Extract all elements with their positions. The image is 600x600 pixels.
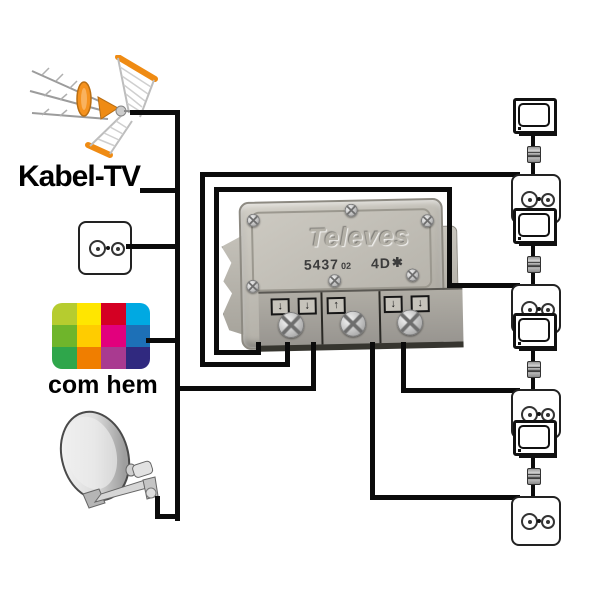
port-strip: ↓ ↓ ↑ ↓ ↓ [258, 287, 464, 352]
tv-screen [518, 213, 550, 237]
coax-connector-icon [527, 256, 541, 273]
model-text: 5437 02 4D ✱ [304, 254, 444, 273]
comhem-color-cell [52, 303, 77, 325]
coax-connector-icon [527, 146, 541, 163]
tv-base [519, 131, 557, 136]
coax-jack-icon [111, 242, 125, 256]
wall-socket-icon [511, 496, 561, 546]
tv-screen [518, 103, 550, 127]
coax-jack-icon [541, 408, 555, 422]
socket-dot-icon [537, 197, 541, 201]
cable-out2-to-outlet1 [199, 171, 205, 367]
output-port-icon: ↓ [297, 297, 317, 315]
socket-dot-icon [537, 412, 541, 416]
cable-out2-to-outlet1 [199, 171, 520, 177]
tv-base [519, 453, 557, 458]
port-divider [320, 292, 324, 345]
comhem-label: com hem [48, 371, 158, 399]
cable-out1-to-outlet2 [213, 186, 219, 355]
tv-button-icon [518, 449, 521, 452]
satellite-dish-icon [59, 410, 159, 509]
cable-kabel-socket-branch [125, 243, 180, 249]
cable-out5-to-outlet3 [400, 387, 520, 393]
comhem-color-cell [101, 325, 126, 347]
cable-out4-to-outlet4 [369, 494, 520, 500]
cable-comhem-branch [145, 337, 180, 343]
cable-out1-to-outlet2 [213, 186, 452, 192]
tv-base [519, 241, 557, 246]
tv-icon [513, 420, 557, 456]
comhem-color-cell [76, 325, 101, 347]
tv-button-icon [518, 127, 521, 130]
model-number: 5437 [303, 256, 340, 273]
comhem-logo [52, 303, 150, 369]
coax-jack-icon [541, 193, 555, 207]
kabel-tv-wall-socket-icon [78, 221, 132, 275]
comhem-color-cell [52, 347, 77, 369]
cable-kabel-label-connector [139, 187, 180, 193]
socket-dot-icon [537, 519, 541, 523]
tv-button-icon [518, 237, 521, 240]
brand-embossed-text: Televes [308, 220, 411, 253]
kabel-tv-label: Kabel-TV [18, 160, 141, 193]
coax-jack-icon [521, 191, 538, 208]
output-port-icon: ↓ [383, 295, 403, 314]
coax-jack-icon [521, 513, 538, 530]
socket-dot-icon [537, 307, 541, 311]
f-connector-icon [396, 309, 424, 336]
model-variant: 4D [370, 254, 392, 272]
comhem-color-cell [76, 347, 101, 369]
port-divider [378, 291, 382, 344]
comhem-color-cell [125, 303, 150, 325]
comhem-color-cell [125, 347, 150, 369]
terrestrial-antenna-icon [29, 55, 162, 158]
comhem-color-cell [101, 303, 126, 325]
comhem-color-cell [52, 325, 77, 347]
tv-screen [518, 318, 550, 342]
input-port-icon: ↑ [326, 296, 346, 315]
cable-antenna-trunk [174, 109, 180, 521]
model-suffix: 02 [340, 260, 352, 271]
star-icon: ✱ [391, 254, 404, 270]
cable-out2-to-outlet1 [199, 361, 290, 367]
coax-connector-icon [527, 361, 541, 378]
tv-icon [513, 98, 557, 134]
comhem-color-cell [125, 325, 150, 347]
tv-icon [513, 208, 557, 244]
coax-connector-icon [527, 468, 541, 485]
coax-jack-icon [541, 515, 555, 529]
comhem-color-cell [101, 347, 126, 369]
cable-out5-to-outlet3 [400, 341, 406, 393]
cable-trunk-to-input [174, 385, 316, 391]
tv-screen [518, 425, 550, 449]
coax-jack-icon [89, 240, 106, 257]
comhem-color-cell [76, 303, 101, 325]
cable-out1-to-outlet2 [213, 349, 261, 355]
socket-dot-icon [106, 246, 110, 250]
splitter-device: Televes 5437 02 4D ✱ ↓ ↓ ↑ ↓ ↓ [220, 196, 464, 352]
tv-base [519, 346, 557, 351]
tv-icon [513, 313, 557, 349]
tv-button-icon [518, 342, 521, 345]
f-connector-icon [277, 311, 305, 339]
f-connector-icon [339, 310, 367, 338]
cable-out4-to-outlet4 [369, 341, 375, 500]
